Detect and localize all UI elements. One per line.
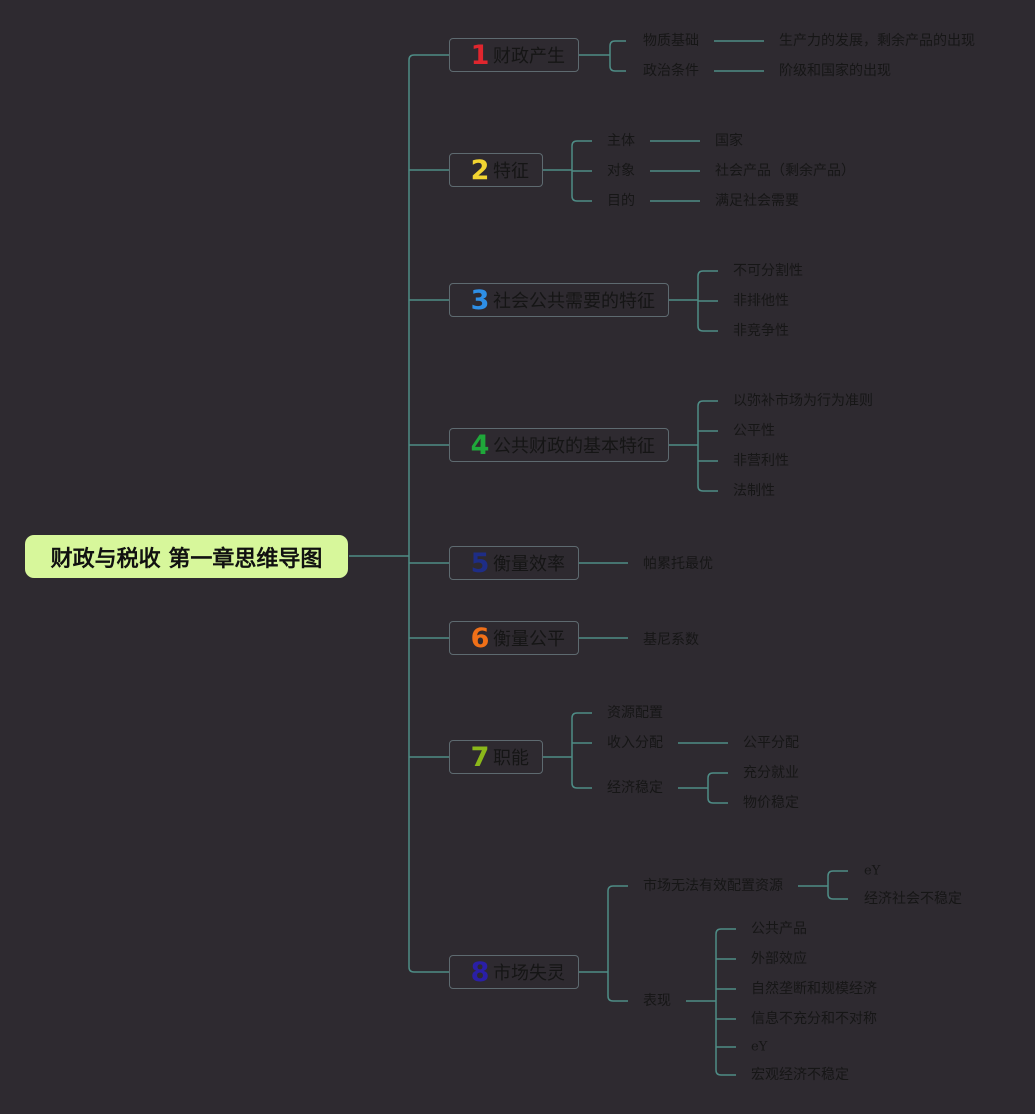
connector <box>707 797 728 804</box>
subtopic[interactable]: 非竞争性 <box>733 323 789 339</box>
leaf-topic[interactable]: 生产力的发展，剩余产品的出现 <box>779 33 975 49</box>
branch-label: 衡量公平 <box>493 629 565 650</box>
leaf-topic[interactable]: 物价稳定 <box>743 795 799 811</box>
connector <box>697 485 718 492</box>
subtopic[interactable]: 目的 <box>607 193 635 209</box>
connector <box>571 140 592 147</box>
leaf-topic[interactable]: 满足社会需要 <box>715 193 799 209</box>
subtopic[interactable]: 帕累托最优 <box>643 556 713 572</box>
branch-number-badge: 4 <box>470 429 490 461</box>
subtopic[interactable]: 市场无法有效配置资源 <box>643 878 783 894</box>
subtopic[interactable]: 主体 <box>607 133 635 149</box>
connector <box>607 995 628 1002</box>
subtopic[interactable]: 法制性 <box>733 483 775 499</box>
connector <box>715 928 736 935</box>
connector <box>697 325 718 332</box>
leaf-topic[interactable]: 外部效应 <box>751 951 807 967</box>
connector <box>607 885 628 892</box>
connector <box>408 54 449 61</box>
branch-label: 特征 <box>493 161 529 182</box>
leaf-topic[interactable]: 经济社会不稳定 <box>864 891 962 907</box>
leaf-topic[interactable]: 公共产品 <box>751 921 807 937</box>
connector <box>707 772 728 779</box>
connector <box>571 195 592 202</box>
connector <box>571 782 592 789</box>
subtopic[interactable]: 物质基础 <box>643 33 699 49</box>
branch-label: 衡量效率 <box>493 554 565 575</box>
leaf-topic[interactable]: eY <box>751 1039 768 1055</box>
subtopic[interactable]: 基尼系数 <box>643 632 699 648</box>
subtopic[interactable]: 资源配置 <box>607 705 663 721</box>
leaf-topic[interactable]: 公平分配 <box>743 735 799 751</box>
connector <box>609 40 626 47</box>
branch-number-badge: 7 <box>470 741 490 773</box>
leaf-topic[interactable]: 社会产品（剩余产品） <box>715 163 855 179</box>
subtopic[interactable]: 公平性 <box>733 423 775 439</box>
connector <box>827 893 848 900</box>
subtopic[interactable]: 以弥补市场为行为准则 <box>733 393 873 409</box>
connector <box>827 870 848 877</box>
connector <box>697 270 718 277</box>
root-topic[interactable]: 财政与税收 第一章思维导图 <box>25 535 348 578</box>
connector <box>571 712 592 719</box>
branch-number-badge: 2 <box>470 154 490 186</box>
connector <box>609 65 626 72</box>
branch-label: 职能 <box>493 748 529 769</box>
subtopic[interactable]: 对象 <box>607 163 635 179</box>
branch-number-badge: 3 <box>470 284 490 316</box>
branch-label: 社会公共需要的特征 <box>493 291 655 312</box>
connector <box>715 1069 736 1076</box>
subtopic[interactable]: 收入分配 <box>607 735 663 751</box>
leaf-topic[interactable]: 阶级和国家的出现 <box>779 63 891 79</box>
leaf-topic[interactable]: 宏观经济不稳定 <box>751 1067 849 1083</box>
leaf-topic[interactable]: 国家 <box>715 133 743 149</box>
branch-number-badge: 6 <box>470 622 490 654</box>
branch-number-badge: 1 <box>470 39 490 71</box>
branch-label: 市场失灵 <box>493 963 565 984</box>
leaf-topic[interactable]: eY <box>864 863 881 879</box>
subtopic[interactable]: 不可分割性 <box>733 263 803 279</box>
branch-number-badge: 5 <box>470 547 490 579</box>
branch-number-badge: 8 <box>470 956 490 988</box>
connector <box>408 966 449 973</box>
subtopic[interactable]: 经济稳定 <box>607 780 663 796</box>
subtopic[interactable]: 政治条件 <box>643 63 699 79</box>
branch-label: 公共财政的基本特征 <box>493 436 655 457</box>
leaf-topic[interactable]: 自然垄断和规模经济 <box>751 981 877 997</box>
connector <box>697 400 718 407</box>
branch-label: 财政产生 <box>493 46 565 67</box>
subtopic[interactable]: 非营利性 <box>733 453 789 469</box>
subtopic[interactable]: 非排他性 <box>733 293 789 309</box>
leaf-topic[interactable]: 充分就业 <box>743 765 799 781</box>
subtopic[interactable]: 表现 <box>643 993 671 1009</box>
leaf-topic[interactable]: 信息不充分和不对称 <box>751 1011 877 1027</box>
